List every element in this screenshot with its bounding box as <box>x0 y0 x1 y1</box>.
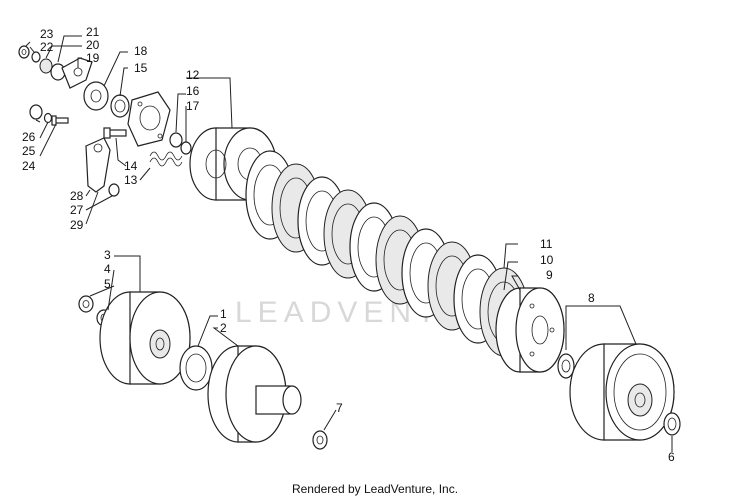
callout-21: 21 <box>86 25 100 39</box>
spring-13 <box>149 151 183 167</box>
arm-28 <box>85 137 111 193</box>
washer-16-17 <box>169 132 192 155</box>
callout-3: 3 <box>104 248 111 262</box>
callout-5: 5 <box>104 277 111 291</box>
callout-29: 29 <box>70 218 84 232</box>
clutch-drum-1 <box>207 345 302 443</box>
callout-24: 24 <box>22 159 36 173</box>
callout-26: 26 <box>22 130 36 144</box>
bearing-15 <box>110 94 130 118</box>
nut-5 <box>78 295 94 313</box>
footer-credit: Rendered by LeadVenture, Inc. <box>291 482 459 496</box>
leader-lines <box>25 35 673 452</box>
callout-15: 15 <box>134 61 148 75</box>
callout-6: 6 <box>668 450 675 464</box>
callout-9: 9 <box>546 268 553 282</box>
callout-7: 7 <box>336 401 343 415</box>
callout-16: 16 <box>186 84 200 98</box>
callout-23: 23 <box>40 27 54 41</box>
callout-27: 27 <box>70 203 84 217</box>
callout-10: 10 <box>540 253 554 267</box>
callout-17: 17 <box>186 99 200 113</box>
centrifugal-clutch-3 <box>99 291 191 385</box>
collar-26 <box>29 104 43 120</box>
callout-12: 12 <box>186 68 200 82</box>
callout-11: 11 <box>540 237 553 251</box>
bushing <box>557 353 575 379</box>
callout-labels: 23 22 21 20 19 18 15 12 16 17 26 25 24 1… <box>22 25 675 464</box>
callout-22: 22 <box>40 40 54 54</box>
washer-25 <box>43 112 53 124</box>
callout-8: 8 <box>588 291 595 305</box>
clutch-hub-9 <box>495 287 565 373</box>
callout-4: 4 <box>104 262 111 276</box>
washer-22 <box>31 51 41 63</box>
callout-2: 2 <box>220 321 227 335</box>
washer-7 <box>312 430 328 450</box>
callout-19: 19 <box>86 51 100 65</box>
screw-24 <box>51 115 69 126</box>
callout-13: 13 <box>124 173 138 187</box>
one-way-clutch-2 <box>179 345 213 391</box>
lifter-plate-18 <box>83 81 109 111</box>
nut-23 <box>18 45 30 59</box>
callout-25: 25 <box>22 144 36 158</box>
bolt-14 <box>103 127 127 139</box>
washer-6 <box>663 412 681 436</box>
callout-28: 28 <box>70 189 84 203</box>
bearing-20-21 <box>39 58 66 81</box>
callout-20: 20 <box>86 38 100 52</box>
pressure-plate-14 <box>127 91 171 147</box>
callout-1: 1 <box>220 307 227 321</box>
outer-basket-8 <box>569 343 675 441</box>
callout-14: 14 <box>124 159 138 173</box>
callout-18: 18 <box>134 44 148 58</box>
plate-stack <box>245 150 529 357</box>
washer-27 <box>108 183 120 197</box>
